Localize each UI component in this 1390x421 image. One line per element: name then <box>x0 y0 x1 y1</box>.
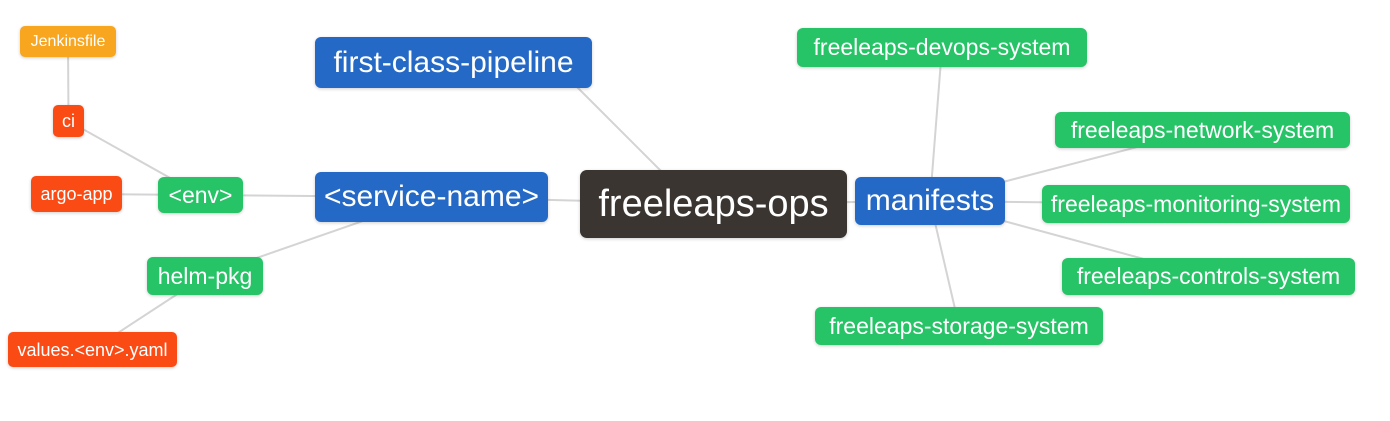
node-freeleaps-ops[interactable]: freeleaps-ops <box>580 170 847 238</box>
node-freeleaps-network-system[interactable]: freeleaps-network-system <box>1055 112 1350 148</box>
edge-first-class-pipeline-freeleaps-ops <box>574 84 671 181</box>
node-ci[interactable]: ci <box>53 105 84 137</box>
node-helm-pkg[interactable]: helm-pkg <box>147 257 263 295</box>
node-freeleaps-controls-system[interactable]: freeleaps-controls-system <box>1062 258 1355 295</box>
node-freeleaps-monitoring-system[interactable]: freeleaps-monitoring-system <box>1042 185 1350 223</box>
edge-manifests-freeleaps-devops-system <box>929 47 943 202</box>
node-service-name[interactable]: <service-name> <box>315 172 548 222</box>
node-env[interactable]: <env> <box>158 177 243 213</box>
node-freeleaps-storage-system[interactable]: freeleaps-storage-system <box>815 307 1103 345</box>
node-argo-app[interactable]: argo-app <box>31 176 122 212</box>
node-freeleaps-devops-system[interactable]: freeleaps-devops-system <box>797 28 1087 67</box>
node-manifests[interactable]: manifests <box>855 177 1005 225</box>
node-first-class-pipeline[interactable]: first-class-pipeline <box>315 37 592 88</box>
node-values-env-yaml[interactable]: values.<env>.yaml <box>8 332 177 367</box>
node-jenkinsfile[interactable]: Jenkinsfile <box>20 26 116 57</box>
